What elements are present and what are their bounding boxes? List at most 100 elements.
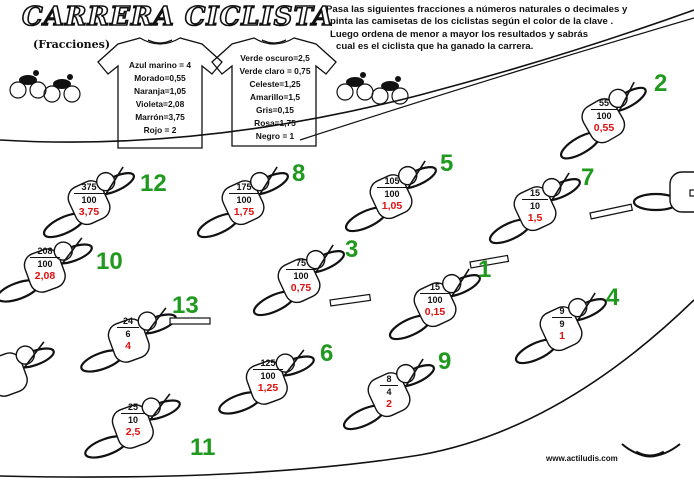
instruction-line: Luego ordena de menor a mayor los result… [330,28,589,40]
decimal-answer: 2 [386,398,392,411]
start-stripe [689,189,694,197]
numerator: 24 [122,316,133,326]
rider-jersey [23,248,66,293]
denominator: 6 [125,329,131,340]
cyclist-8-number: 8 [292,160,306,187]
handlebar [23,341,45,369]
page-title: CARRERA CICLISTA [21,1,334,33]
cyclist-13-fraction: 24 6 4 [117,316,139,353]
denominator: 100 [293,271,309,282]
key-left-2: Naranja=1,05 [134,86,186,96]
handlebar [404,358,424,388]
cyclist-3-fraction: 75 100 0,75 [286,258,316,295]
key-right-5: Rosa=1,75 [254,118,296,128]
key-left-4: Marrón=3,75 [135,112,185,122]
denominator: 9 [559,319,565,330]
cyclist-3-number: 3 [345,236,359,263]
jersey-right-drawing [211,37,337,147]
decimal-answer: 1,5 [527,212,543,225]
key-right-4: Gris=0,15 [256,105,294,115]
key-left-0: Azul marino = 4 [128,60,192,70]
numerator: 125 [260,358,276,368]
cyclist-7-fraction: 15 10 1,5 [522,188,548,225]
decimal-answer: 1,75 [233,206,255,219]
cyclist-9-fraction: 8 4 2 [380,374,398,411]
road-upper-edge [0,9,694,143]
numerator: 375 [81,182,97,192]
numerator: 9 [559,306,565,316]
decimal-answer: 4 [125,340,131,353]
numerator: 8 [386,374,392,384]
instruction-line: Pasa las siguientes fracciones a números… [326,4,628,15]
start-stripe [469,254,510,269]
start-stripe [169,317,211,325]
cyclist-8-fraction: 175 100 1,75 [229,182,259,219]
numerator: 75 [295,258,306,268]
start-stripe [329,293,372,307]
numerator: 15 [529,188,540,198]
cyclist-10-fraction: 208 100 2,08 [30,246,60,283]
cyclist-1-fraction: 15 100 0,15 [420,282,450,319]
instruction-line: pinta las camisetas de los ciclistas seg… [330,16,614,28]
decimal-answer: 0,15 [424,306,446,319]
smile-logo-icon [621,443,681,458]
denominator: 10 [127,415,138,426]
denominator: 100 [260,371,276,382]
cyclist-6-number: 6 [320,340,334,367]
decimal-answer: 0,55 [593,122,615,135]
cyclist-10-number: 10 [96,248,123,275]
instruction-line: cual es el ciclista que ha ganado la car… [336,40,534,52]
denominator: 10 [529,201,540,212]
site-url: www.actiludis.com [546,454,618,463]
numerator: 25 [127,402,138,412]
peloton-left-icon [9,70,81,103]
denominator: 100 [37,259,53,270]
key-right-1: Verde claro = 0,75 [239,66,311,76]
cyclist-2-number: 2 [654,70,668,97]
cyclist-6-fraction: 125 100 1,25 [253,358,283,395]
cyclist-figure [488,172,581,245]
rider-jersey [111,404,154,449]
numerator: 15 [429,282,440,292]
numerator: 55 [598,98,609,108]
cyclist-12-number: 12 [140,170,167,197]
rider-jersey [245,360,288,405]
key-left-1: Morado=0,55 [134,73,186,83]
key-left-5: Rojo = 2 [143,125,177,135]
cyclist-9-number: 9 [438,348,452,375]
handlebar [149,393,171,421]
cyclist-figure [0,341,55,407]
rider-jersey [0,352,28,397]
cyclist-figure [218,349,315,415]
cyclist-figure [42,166,135,239]
cyclist-figure [0,237,93,303]
instructions: Pasa las siguientes fracciones a números… [326,4,688,53]
numerator: 208 [37,246,53,256]
denominator: 100 [427,295,443,306]
handlebar [283,349,305,377]
handlebar [61,237,83,265]
decimal-answer: 1,25 [257,382,279,395]
cyclist-figure [84,393,181,459]
handlebar [618,81,635,113]
denominator: 4 [386,387,392,398]
cyclist-11-number: 11 [190,434,216,461]
handlebar [104,166,124,196]
decimal-answer: 1,05 [381,200,403,213]
cyclist-figure [632,171,694,213]
jersey-left-drawing [97,37,223,149]
handlebar [145,307,167,335]
denominator: 100 [384,189,400,200]
handlebar [576,292,596,322]
cyclist-12-fraction: 375 100 3,75 [74,182,104,219]
decimal-answer: 2,08 [34,270,56,283]
peloton-right-icon [336,72,409,105]
cyclist-1-number: 1 [478,256,492,283]
handlebar [450,268,470,298]
numerator: 175 [236,182,252,192]
key-right-3: Amarillo=1,5 [249,92,301,102]
page-subtitle: (Fracciones) [33,38,111,51]
numerator: 105 [384,176,400,186]
cyclist-7-number: 7 [581,164,595,191]
